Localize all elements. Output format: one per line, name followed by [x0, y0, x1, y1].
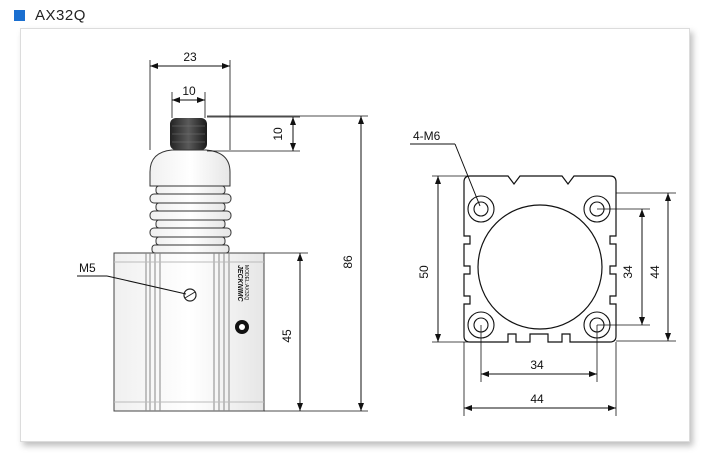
dim-34-vertical: 34	[621, 265, 635, 279]
cap	[149, 149, 231, 187]
square-bullet-icon	[14, 9, 25, 21]
model-text: MODEL:AX32Q	[243, 265, 249, 300]
end-view: 4-M6 50 34 44 34 44	[410, 129, 676, 416]
brand-text: JECKNIMC	[236, 265, 243, 303]
dim-86: 86	[341, 255, 355, 269]
label-m5: M5	[79, 261, 96, 275]
dim-44-horizontal: 44	[530, 392, 544, 406]
label-4-m6: 4-M6	[413, 129, 441, 143]
bellows	[149, 185, 232, 254]
dim-34-horizontal: 34	[530, 358, 544, 372]
dim-50: 50	[417, 265, 431, 279]
dim-44-vertical: 44	[648, 265, 662, 279]
section-title: AX32Q	[35, 6, 86, 24]
section-header: AX32Q	[14, 6, 86, 24]
center-bore	[477, 204, 603, 330]
side-view: JECKNIMC MODEL:AX32Q 23 10 10 86 45 M5	[77, 50, 368, 412]
dim-45: 45	[280, 329, 294, 343]
dim-23: 23	[183, 50, 197, 64]
dim-10-height: 10	[271, 127, 285, 141]
dim-10-width: 10	[182, 84, 196, 98]
